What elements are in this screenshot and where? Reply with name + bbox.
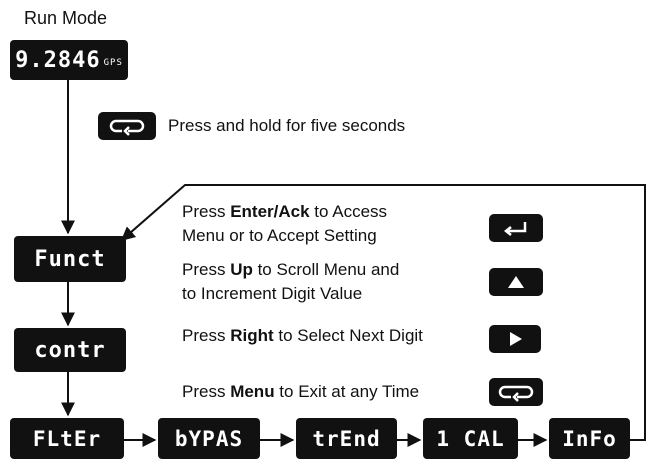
run-mode-display: 9.2846 GPS [10, 40, 128, 80]
menu-display-cal: 1 CAL [423, 418, 518, 459]
run-display-value: 9.2846 [15, 47, 101, 73]
hold-instruction: Press and hold for five seconds [168, 116, 406, 135]
up-key-note: Press Up to Scroll Menu and to Increment… [182, 260, 400, 303]
menu-key-icon [489, 378, 543, 406]
menu-key-note: Press Menu to Exit at any Time [182, 382, 420, 401]
menu-display-trend: trEnd [296, 418, 397, 459]
right-key-note: Press Right to Select Next Digit [182, 326, 423, 345]
right-key-icon [489, 325, 541, 353]
menu-display-funct: Funct [14, 236, 126, 282]
menu-display-contr: contr [14, 328, 126, 372]
menu-key-icon [98, 112, 156, 140]
enter-key-note: Press Enter/Ack to Access Menu or to Acc… [182, 202, 388, 245]
up-key-icon [489, 268, 543, 296]
menu-display-filter: FLtEr [10, 418, 124, 459]
menu-display-bypass: bYPAS [158, 418, 260, 459]
menu-display-info: InFo [549, 418, 630, 459]
run-display-unit: GPS [103, 58, 123, 68]
run-mode-title: Run Mode [24, 8, 108, 28]
enter-key-icon [489, 214, 543, 242]
